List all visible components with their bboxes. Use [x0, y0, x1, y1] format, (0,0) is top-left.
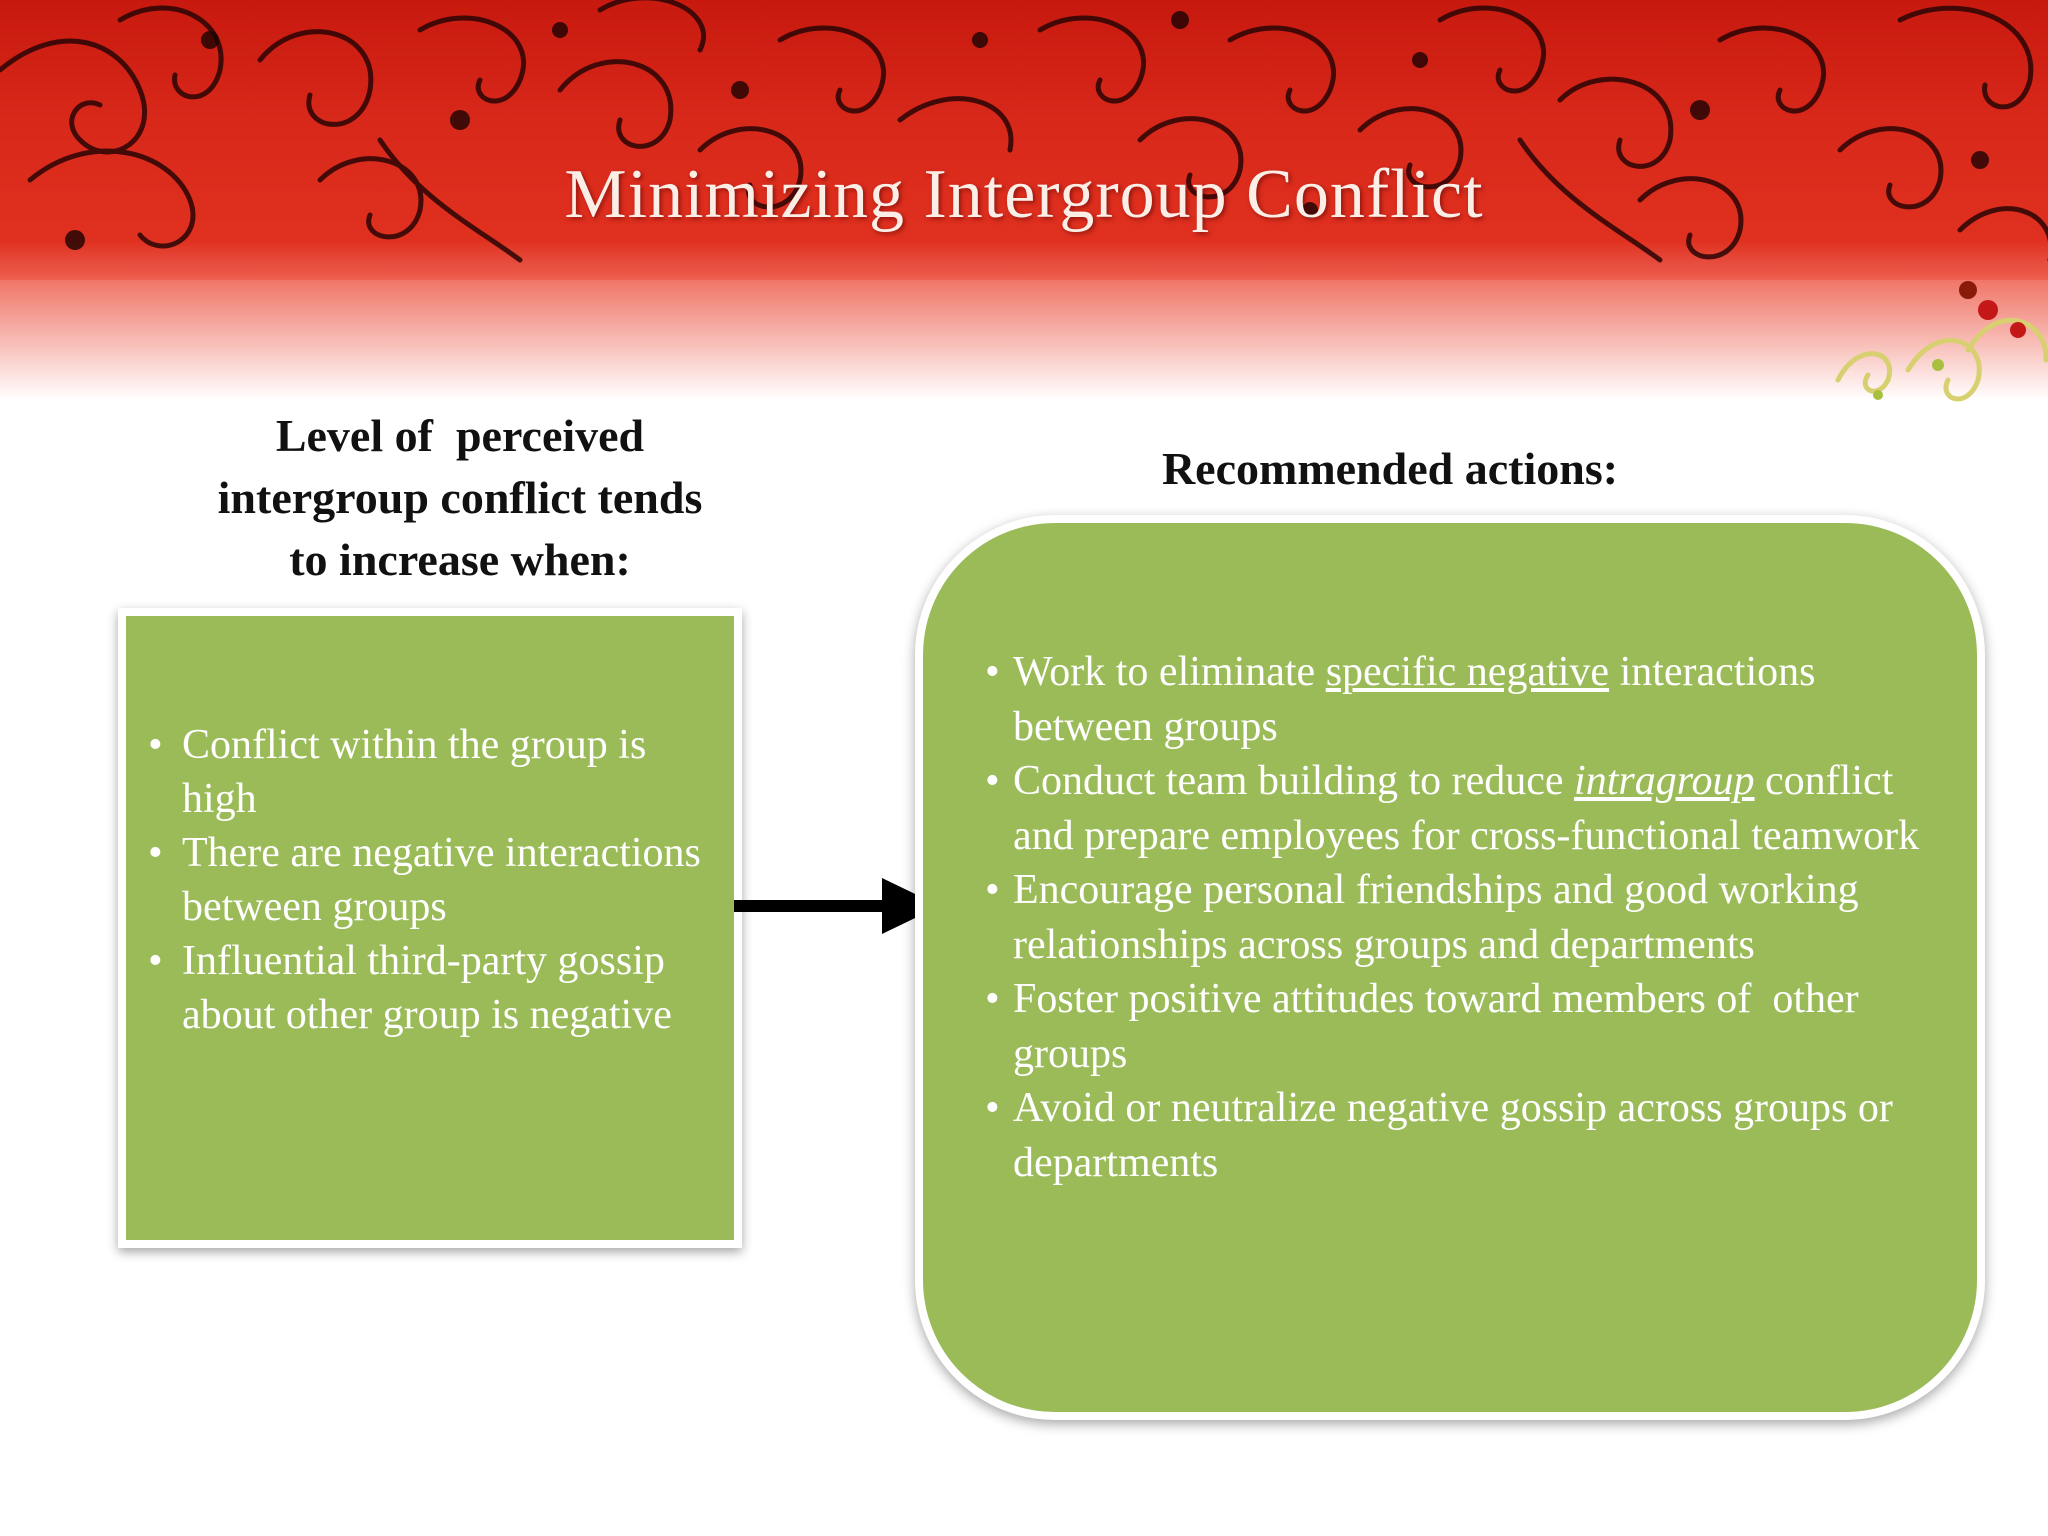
list-item-text: Conflict within the group is high	[182, 722, 647, 822]
bullet-icon: •	[148, 830, 163, 876]
left-heading: Level of perceived intergroup conflict t…	[160, 405, 760, 591]
list-item: • Work to eliminate specific negative in…	[985, 645, 1945, 754]
list-item-text: Foster positive attitudes toward members…	[1013, 976, 1870, 1077]
list-item-text: Influential third-party gossip about oth…	[182, 938, 672, 1038]
bullet-icon: •	[985, 867, 1000, 913]
list-item-text: Avoid or neutralize negative gossip acro…	[1013, 1085, 1893, 1186]
left-heading-line-3: to increase when:	[289, 534, 631, 585]
actions-box: • Work to eliminate specific negative in…	[915, 515, 1985, 1420]
emphasized-text: intragroup	[1574, 758, 1755, 804]
underlined-text: specific negative	[1325, 649, 1610, 695]
bullet-icon: •	[985, 1085, 1000, 1131]
bullet-icon: •	[148, 938, 163, 984]
list-item-text: Work to eliminate specific negative inte…	[1013, 649, 1826, 750]
list-item-text: Encourage personal friendships and good …	[1013, 867, 1859, 968]
bullet-icon: •	[985, 976, 1000, 1022]
left-heading-line-1: Level of perceived	[275, 410, 645, 461]
conditions-list: • Conflict within the group is high • Th…	[148, 718, 728, 1042]
right-heading: Recommended actions:	[1161, 443, 1619, 494]
list-item: • Conflict within the group is high	[148, 718, 728, 826]
header-fade	[0, 270, 2048, 400]
floral-ornament-icon	[0, 0, 2048, 263]
list-item: • Influential third-party gossip about o…	[148, 934, 728, 1042]
bullet-icon: •	[985, 649, 1000, 695]
left-heading-line-2: intergroup conflict tends	[217, 472, 703, 523]
actions-list: • Work to eliminate specific negative in…	[985, 645, 1945, 1190]
list-item-text: Conduct team building to reduce intragro…	[1013, 758, 1920, 859]
corner-flourish-icon	[1835, 281, 2048, 402]
list-item: • There are negative interactions betwee…	[148, 826, 728, 934]
header-banner	[0, 0, 2048, 280]
bullet-icon: •	[148, 722, 163, 768]
list-item: • Encourage personal friendships and goo…	[985, 863, 1945, 972]
list-item: • Conduct team building to reduce intrag…	[985, 754, 1945, 863]
conditions-box: • Conflict within the group is high • Th…	[118, 608, 742, 1248]
list-item: • Foster positive attitudes toward membe…	[985, 972, 1945, 1081]
slide-title: Minimizing Intergroup Conflict	[564, 156, 1484, 233]
list-item: • Avoid or neutralize negative gossip ac…	[985, 1081, 1945, 1190]
right-arrow-icon	[734, 878, 940, 934]
bullet-icon: •	[985, 758, 1000, 804]
list-item-text: There are negative interactions between …	[182, 830, 701, 930]
